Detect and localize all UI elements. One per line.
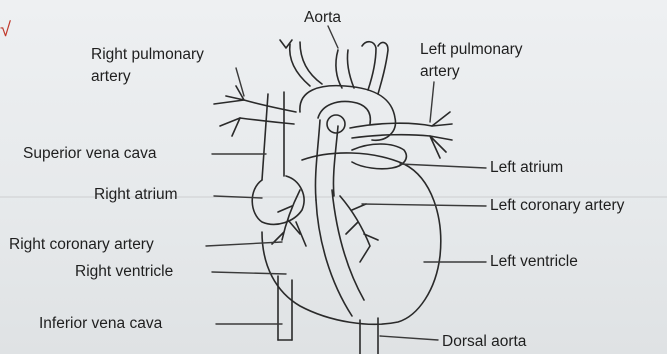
leader-aorta <box>328 26 338 48</box>
label-left-coronary-artery: Left coronary artery <box>490 197 624 215</box>
leader-left-coronary <box>362 204 486 206</box>
label-superior-vena-cava: Superior vena cava <box>23 145 157 163</box>
leader-right-coronary <box>206 242 282 246</box>
aorta-branch-right-2 <box>378 43 388 94</box>
label-right-pulmonary-artery-1: Right pulmonary <box>91 46 204 64</box>
label-inferior-vena-cava: Inferior vena cava <box>39 315 162 333</box>
heart-outline <box>262 153 441 324</box>
superior-vena-cava <box>262 94 268 180</box>
label-left-pulmonary-artery-1: Left pulmonary <box>420 41 523 59</box>
leader-left-atrium <box>400 164 486 168</box>
aorta-branch-left-2 <box>300 42 322 84</box>
left-pulm-branches <box>430 112 452 158</box>
label-left-ventricle: Left ventricle <box>490 253 578 271</box>
aortic-arch <box>300 86 396 141</box>
leader-right-atrium <box>214 196 262 198</box>
label-left-pulmonary-artery-2: artery <box>420 63 460 81</box>
interventricular-groove <box>316 200 352 316</box>
ascending-aorta <box>315 120 320 200</box>
aorta-branch-right <box>362 42 376 90</box>
leader-dorsal-aorta <box>380 336 438 340</box>
label-aorta: Aorta <box>304 9 341 27</box>
right-pulm-artery <box>244 100 296 112</box>
pulmonary-trunk-2 <box>352 135 430 138</box>
left-coronary-vessels <box>340 196 378 262</box>
label-dorsal-aorta: Dorsal aorta <box>442 333 526 351</box>
ascending-aorta-2 <box>333 126 338 196</box>
right-coronary-vessels <box>272 190 306 246</box>
aorta-branch-mid-2 <box>347 50 354 88</box>
label-right-atrium: Right atrium <box>94 186 178 204</box>
pulmonary-trunk <box>350 123 432 128</box>
leader-right-ventricle <box>212 272 286 274</box>
label-right-ventricle: Right ventricle <box>75 263 173 281</box>
right-atrium <box>252 176 304 224</box>
label-right-pulmonary-artery-2: artery <box>91 68 131 86</box>
aortic-valve-ring <box>327 115 345 133</box>
aorta-branch-mid <box>336 50 342 88</box>
right-pulm-branches <box>214 86 244 136</box>
label-left-atrium: Left atrium <box>490 159 563 177</box>
label-right-coronary-artery: Right coronary artery <box>9 236 154 254</box>
leader-left-pulmonary <box>430 82 434 122</box>
